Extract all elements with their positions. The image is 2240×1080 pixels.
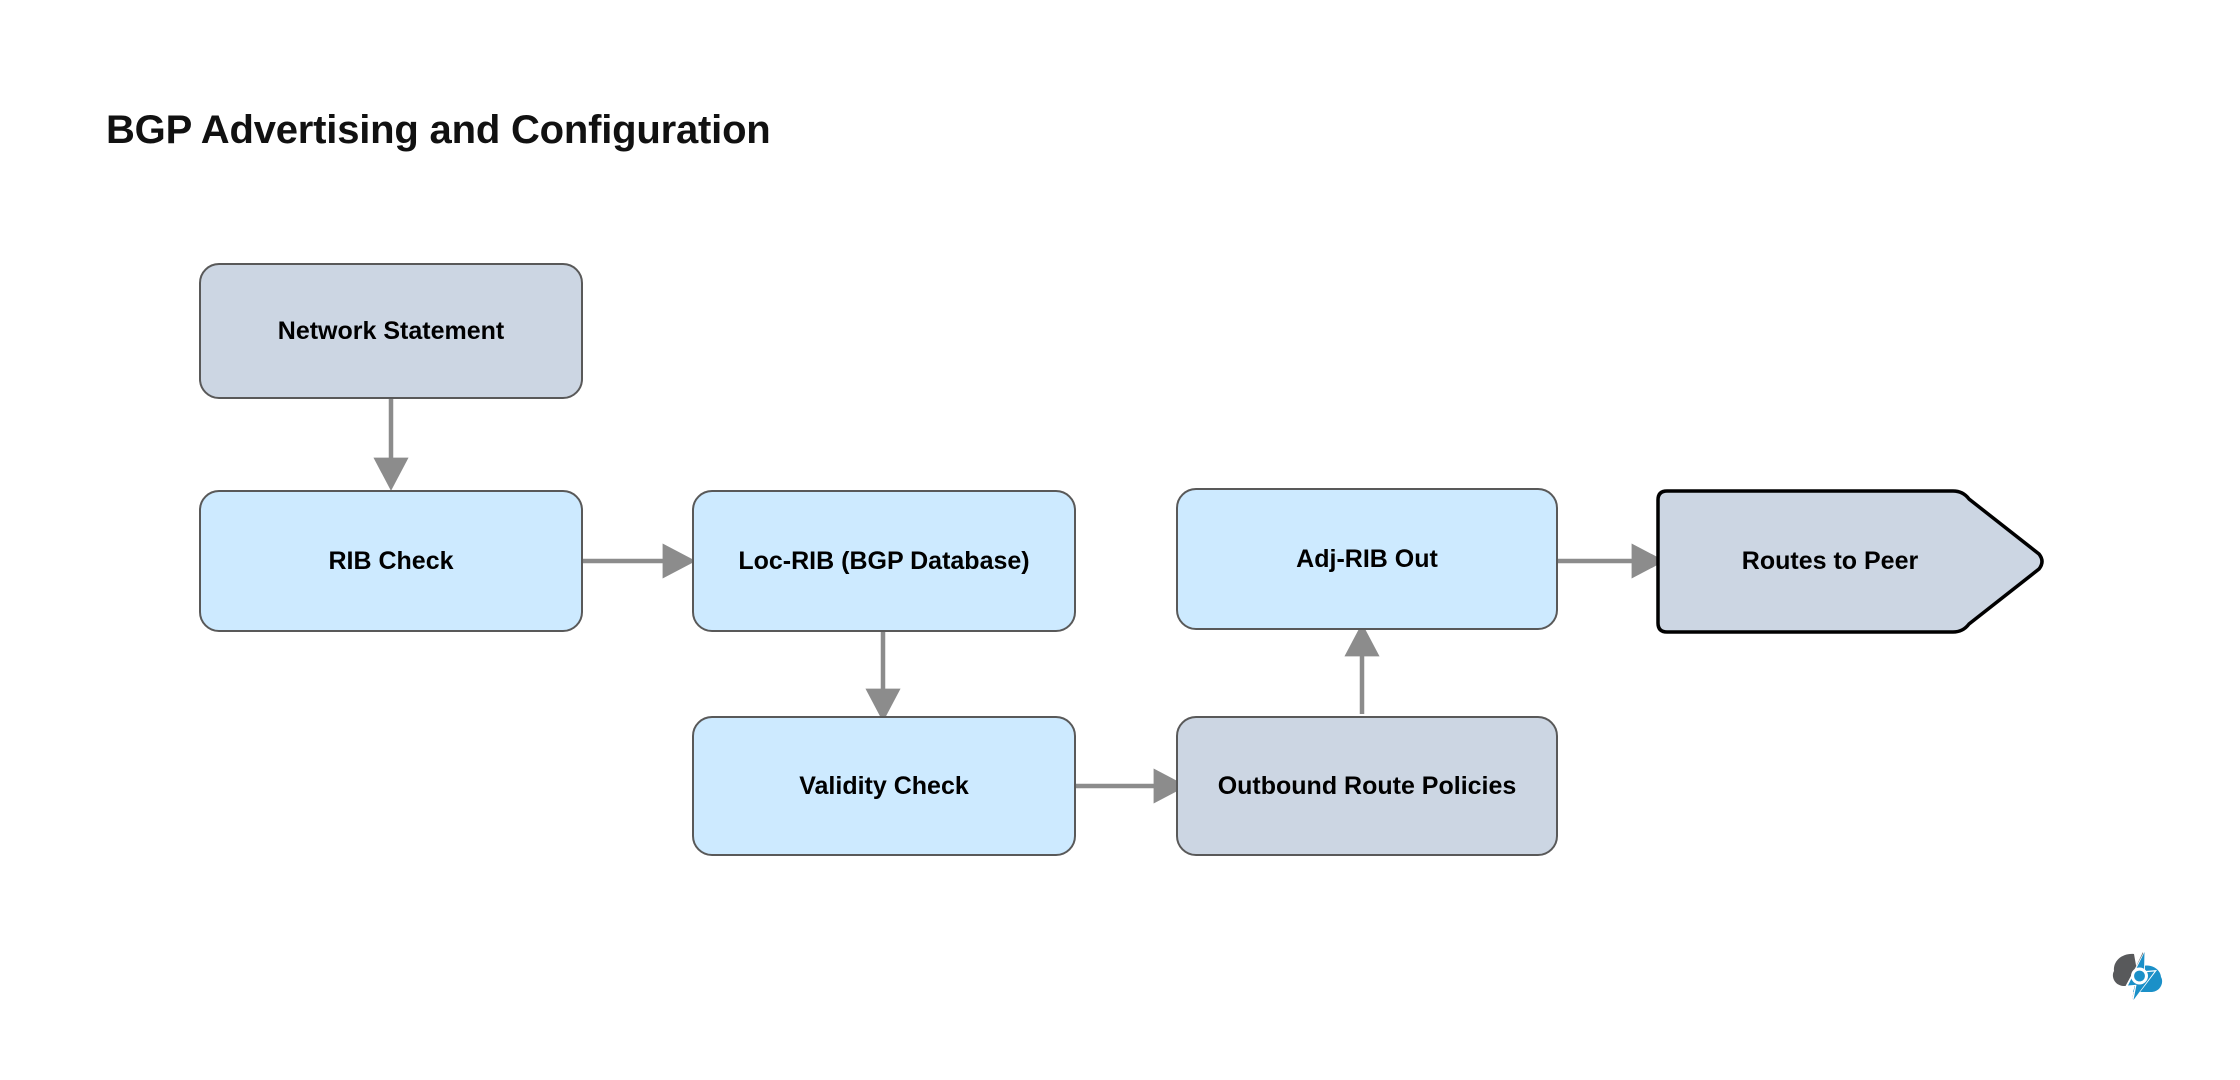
node-routes-to-peer[interactable]: Routes to Peer — [1655, 488, 2045, 635]
pentagon-arrow-shape — [1656, 489, 2044, 634]
node-network-statement[interactable]: Network Statement — [199, 263, 583, 399]
node-routes-to-peer-label: Routes to Peer — [1741, 547, 1919, 576]
brand-logo — [2112, 950, 2163, 1004]
node-validity-check[interactable]: Validity Check — [692, 716, 1076, 856]
node-outbound-route-policies[interactable]: Outbound Route Policies — [1176, 716, 1558, 856]
page-title: BGP Advertising and Configuration — [106, 108, 771, 152]
node-loc-rib[interactable]: Loc-RIB (BGP Database) — [692, 490, 1076, 632]
node-adj-rib-out[interactable]: Adj-RIB Out — [1176, 488, 1558, 630]
node-rib-check[interactable]: RIB Check — [199, 490, 583, 632]
